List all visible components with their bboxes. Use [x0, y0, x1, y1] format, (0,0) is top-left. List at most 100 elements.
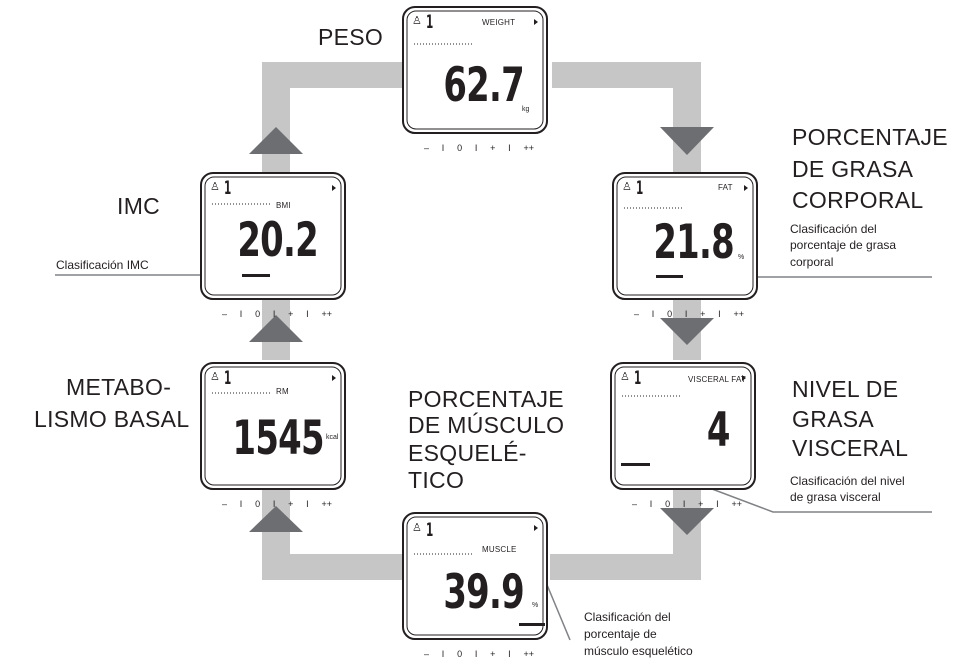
display-label: BMI	[276, 201, 291, 210]
scale-mark: I	[474, 143, 478, 153]
scale-mark: –	[222, 499, 228, 509]
scale-mark: ++	[523, 649, 534, 659]
scale-mark: +	[698, 499, 704, 509]
user-icon: ♙	[412, 15, 422, 27]
scale-mark: –	[222, 309, 228, 319]
title-grasa-line3: CORPORAL	[792, 187, 924, 213]
scale-mark: +	[288, 499, 294, 509]
display-frame	[610, 362, 756, 490]
title-musculo-line3: ESQUELÉ-	[408, 440, 527, 466]
display-value: 20.2	[237, 213, 318, 268]
display-frame	[612, 172, 758, 300]
arrow-up-metabolismo	[249, 506, 303, 532]
display-unit: kg	[522, 106, 530, 113]
arrow-up-imc	[249, 315, 303, 342]
note-imc: Clasificación IMC	[56, 258, 149, 272]
display-value: 62.7	[443, 58, 524, 113]
display-value: 4	[707, 403, 731, 458]
scale-mark: I	[441, 143, 445, 153]
title-visceral-line3: VISCERAL	[792, 435, 909, 461]
scale-mark: 0	[457, 649, 463, 659]
scale-mark: 0	[665, 499, 671, 509]
classification-scale: – I 0 I + I ++	[424, 649, 534, 659]
scale-mark: +	[490, 649, 496, 659]
note-grasa-line3: corporal	[790, 255, 834, 269]
classification-scale: – I 0 I + I ++	[222, 499, 332, 509]
display-visceral: ♙ 1 VISCERAL FAT 4 – I 0 I + I ++	[610, 362, 756, 510]
user-icon: ♙	[210, 371, 220, 383]
scale-mark: I	[239, 499, 243, 509]
classification-scale: – I 0 I + I ++	[632, 499, 742, 509]
note-musculo-line1: Clasificación del	[584, 610, 671, 624]
scale-mark: +	[700, 309, 706, 319]
scale-mark: I	[508, 143, 511, 153]
display-frame	[402, 6, 548, 134]
scale-mark: –	[424, 143, 430, 153]
title-grasa-line2: DE GRASA	[792, 156, 914, 182]
title-peso: PESO	[318, 24, 384, 50]
scale-mark: I	[306, 309, 309, 319]
note-visceral-line1: Clasificación del nivel	[790, 474, 905, 488]
scale-mark: ++	[321, 499, 332, 509]
display-metabolismo: ♙ 1 RM 1545 kcal – I 0 I + I ++	[200, 362, 346, 510]
user-number: 1	[426, 519, 434, 541]
user-number: 1	[636, 177, 644, 199]
user-number: 1	[426, 11, 434, 33]
note-musculo-line3: músculo esquelético	[584, 644, 693, 658]
arrow-down-visceral	[660, 318, 714, 345]
scale-mark: ++	[523, 143, 534, 153]
display-label: RM	[276, 387, 289, 396]
display-label: VISCERAL FAT	[688, 375, 746, 384]
display-imc: ♙ 1 BMI 20.2 – I 0 I + I ++	[200, 172, 346, 320]
user-icon: ♙	[620, 371, 630, 383]
display-frame	[402, 512, 548, 640]
scale-mark: I	[474, 649, 478, 659]
scale-mark: –	[424, 649, 430, 659]
scale-mark: I	[682, 499, 686, 509]
arrow-down-grasa	[660, 127, 714, 155]
arrow-down-musculo	[660, 508, 714, 535]
scale-mark: 0	[255, 499, 261, 509]
flow-path	[262, 62, 701, 580]
user-icon: ♙	[412, 522, 422, 534]
note-grasa-line2: porcentaje de grasa	[790, 238, 897, 252]
display-value: 1545	[232, 411, 325, 466]
display-label: MUSCLE	[482, 545, 517, 554]
title-metabolismo-line1: METABO-	[66, 374, 172, 400]
scale-mark: I	[239, 309, 243, 319]
title-musculo-line4: TICO	[408, 467, 465, 493]
classification-marker	[621, 463, 650, 466]
note-grasa-line1: Clasificación del	[790, 222, 877, 236]
title-imc: IMC	[117, 193, 161, 219]
display-label: WEIGHT	[482, 18, 516, 27]
scale-mark: I	[508, 649, 511, 659]
scale-mark: I	[684, 309, 688, 319]
scale-mark: +	[288, 309, 294, 319]
classification-scale: – I 0 I + I ++	[424, 143, 534, 153]
scale-mark: I	[306, 499, 309, 509]
user-number: 1	[634, 367, 642, 389]
classification-marker	[242, 274, 270, 277]
display-grasa: ♙ 1 FAT 21.8 % – I 0 I + I ++	[612, 172, 758, 320]
display-peso: ♙ 1 WEIGHT 62.7 kg – I 0 I + I ++	[402, 6, 548, 154]
scale-mark: –	[632, 499, 638, 509]
scale-mark: 0	[255, 309, 261, 319]
scale-mark: I	[272, 499, 276, 509]
scale-mark: I	[651, 309, 655, 319]
title-visceral-line1: NIVEL DE	[792, 376, 899, 402]
display-label: FAT	[718, 183, 733, 192]
scale-mark: ++	[733, 309, 744, 319]
display-frame	[200, 172, 346, 300]
scale-mark: 0	[457, 143, 463, 153]
scale-mark: I	[718, 309, 721, 319]
scale-mark: –	[634, 309, 640, 319]
user-icon: ♙	[210, 181, 220, 193]
classification-scale: – I 0 I + I ++	[222, 309, 332, 319]
flow-arrows	[249, 127, 714, 535]
display-musculo: ♙ 1 MUSCLE 39.9 % – I 0 I + I ++	[402, 512, 548, 660]
display-unit: %	[738, 254, 745, 261]
title-grasa-line1: PORCENTAJE	[792, 124, 948, 150]
scale-mark: 0	[667, 309, 673, 319]
